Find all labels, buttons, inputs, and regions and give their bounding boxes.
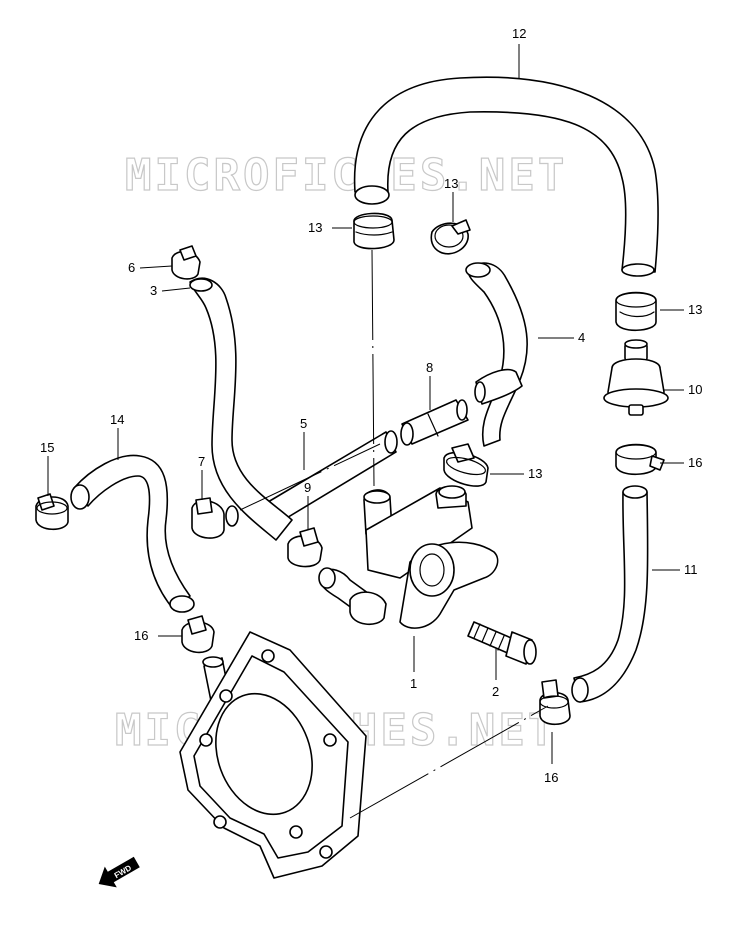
bolt-2 xyxy=(467,621,537,665)
callout-2: 2 xyxy=(492,684,499,699)
hose-4 xyxy=(465,262,528,447)
callout-14: 14 xyxy=(110,412,124,427)
clamp-16-bottom-right xyxy=(539,679,571,726)
callout-3: 3 xyxy=(150,283,157,298)
callout-6: 6 xyxy=(128,260,135,275)
assembly-line-12-to-cock xyxy=(371,249,375,487)
clamp-6 xyxy=(171,245,201,280)
callout-1: 1 xyxy=(410,676,417,691)
callout-13-right: 13 xyxy=(688,302,702,317)
callout-16-left: 16 xyxy=(134,628,148,643)
clamp-13-right xyxy=(615,291,657,332)
callout-7: 7 xyxy=(198,454,205,469)
callout-10: 10 xyxy=(688,382,702,397)
assembly-line-5 xyxy=(239,443,381,511)
connector-8 xyxy=(400,399,469,446)
clamp-13-left xyxy=(353,212,395,250)
clamp-15 xyxy=(35,493,69,531)
callout-5: 5 xyxy=(300,416,307,431)
forward-arrow-icon: FWD xyxy=(98,856,140,888)
hose-11 xyxy=(571,485,649,703)
callout-15: 15 xyxy=(40,440,54,455)
leader-6 xyxy=(139,265,173,269)
clamp-16-right xyxy=(615,443,665,476)
fuel-filter-10 xyxy=(603,339,669,416)
callout-9: 9 xyxy=(304,480,311,495)
fuel-pump-housing xyxy=(179,631,367,879)
callout-16-right: 16 xyxy=(688,455,702,470)
watermark-top: MICROFICHES.NET xyxy=(125,150,567,201)
callout-16-bottom: 16 xyxy=(544,770,558,785)
callout-11: 11 xyxy=(684,562,698,577)
callout-8: 8 xyxy=(426,360,433,375)
callout-13-left: 13 xyxy=(308,220,322,235)
callout-13-center: 13 xyxy=(444,176,458,191)
assembly-line-11-to-pump xyxy=(349,705,549,819)
clamp-7 xyxy=(191,497,239,539)
clamp-13-lower xyxy=(443,443,489,487)
clamp-16-left xyxy=(181,615,215,654)
clamp-9 xyxy=(287,527,323,568)
leader-3 xyxy=(161,287,191,292)
hose-12 xyxy=(353,76,659,277)
hose-14 xyxy=(70,454,195,613)
callout-4: 4 xyxy=(578,330,585,345)
hose-3 xyxy=(189,277,293,541)
callout-13-lower: 13 xyxy=(528,466,542,481)
clamp-13-center xyxy=(430,219,471,255)
fuel-cock-1 xyxy=(318,485,499,629)
callout-12: 12 xyxy=(512,26,526,41)
